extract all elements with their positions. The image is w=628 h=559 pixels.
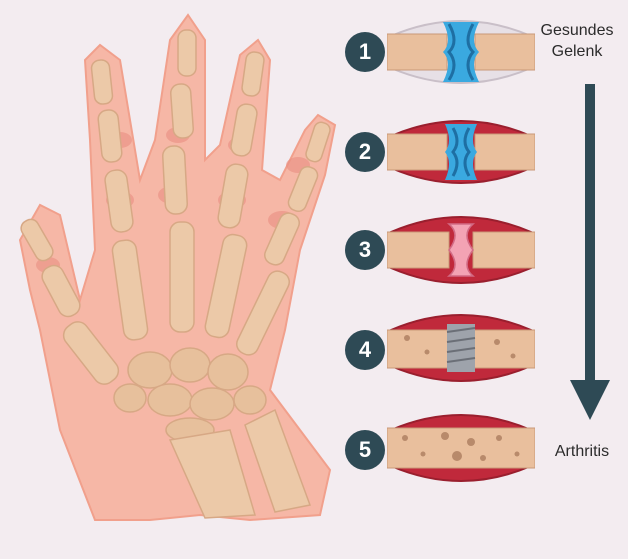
bone-erosion-joint-icon	[387, 308, 535, 388]
stage-number-badge: 4	[345, 330, 385, 370]
healthy-label-line1: Gesundes	[532, 20, 622, 41]
arthritis-label: Arthritis	[540, 441, 624, 462]
stage-3-row: 3	[345, 210, 535, 290]
stage-1-row: 1	[345, 12, 535, 92]
stage-2-row: 2	[345, 112, 535, 192]
healthy-joint-label: Gesundes Gelenk	[532, 20, 622, 62]
progression-arrow-icon	[568, 84, 612, 422]
healthy-joint-icon	[387, 12, 535, 92]
fused-joint-icon	[387, 408, 535, 488]
stage-5-row: 5	[345, 408, 535, 488]
healthy-label-line2: Gelenk	[532, 41, 622, 62]
stage-number-badge: 3	[345, 230, 385, 270]
cartilage-damage-joint-icon	[387, 210, 535, 290]
hand-skeleton-illustration	[0, 0, 340, 559]
stage-number-badge: 5	[345, 430, 385, 470]
stage-number-badge: 1	[345, 32, 385, 72]
stage-number-badge: 2	[345, 132, 385, 172]
early-inflammation-joint-icon	[387, 112, 535, 192]
stage-4-row: 4	[345, 308, 535, 388]
